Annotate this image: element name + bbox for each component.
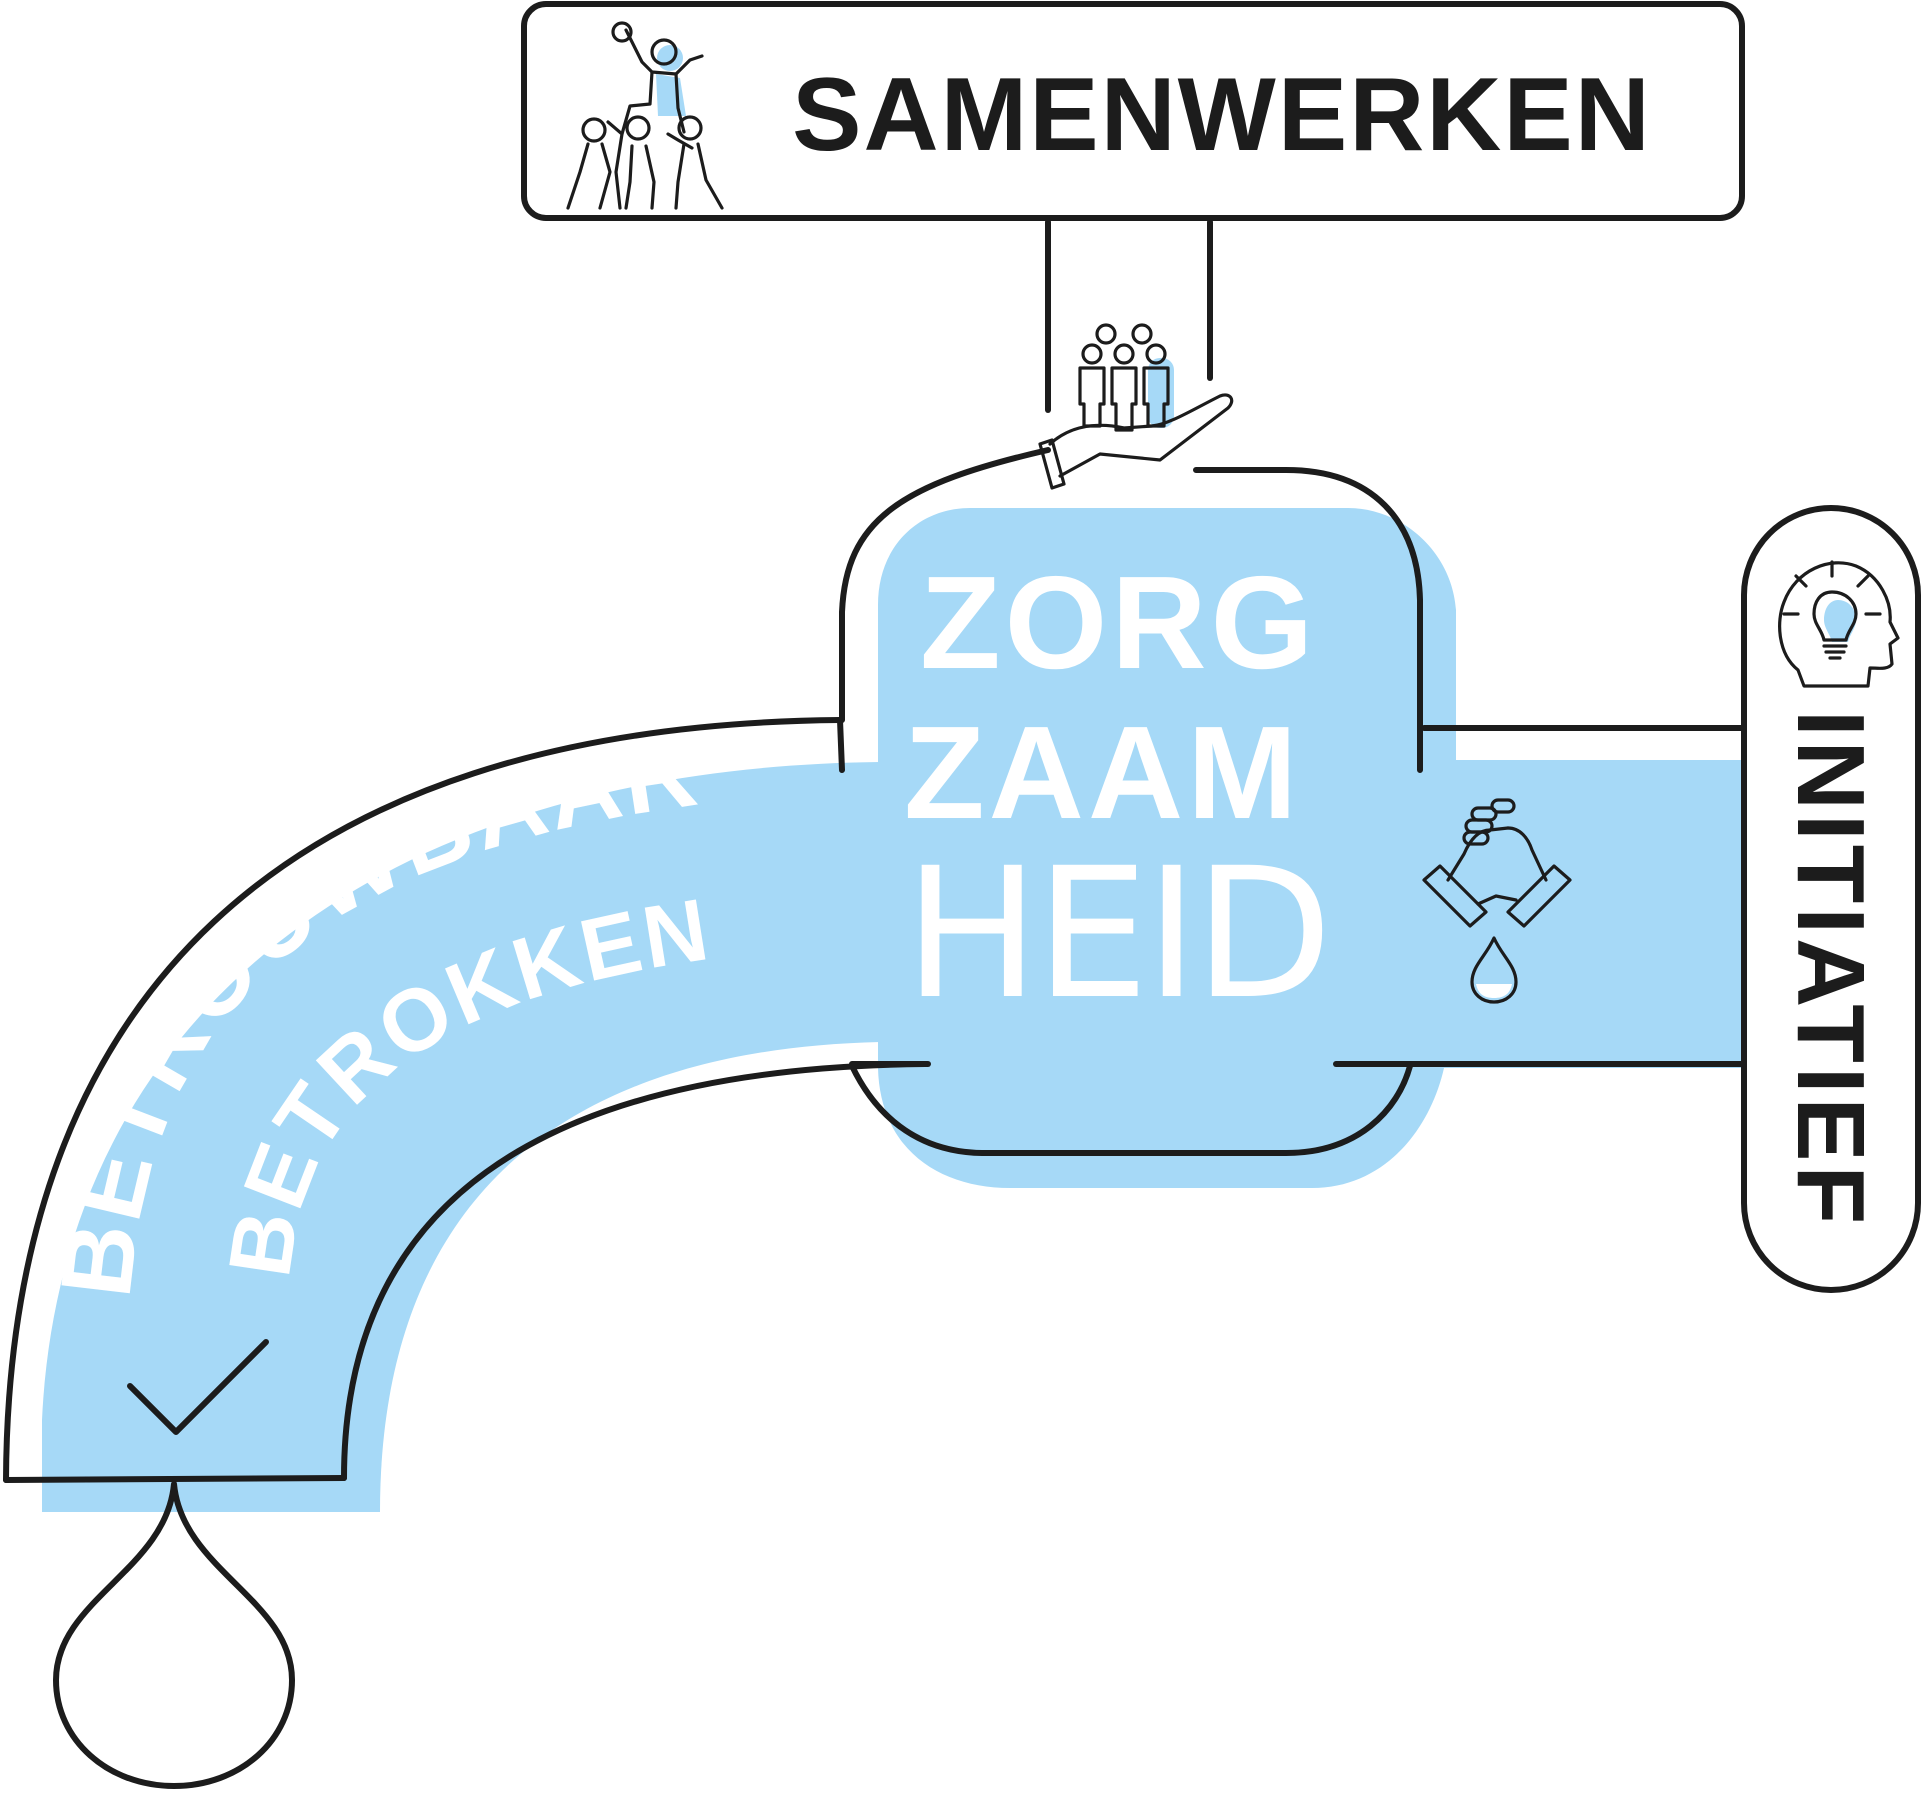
center-title-line1: ZORG [920,549,1317,696]
valve-bottom-outline [849,1063,1413,1156]
side-pill-label: INITIATIEF [1777,710,1884,1228]
side-pill-frame [1741,505,1921,1293]
header-box-frame [521,1,1745,221]
head-lightbulb-icon [1778,560,1900,688]
header-box: SAMENWERKEN [521,1,1745,221]
drip-drop-outline [53,1481,295,1789]
header-label: SAMENWERKEN [792,57,1652,173]
valve-blue-fill [878,508,1778,1188]
pipe-outer-connector [837,717,845,773]
side-pill: INITIATIEF [1741,505,1921,1293]
valve-top-right-outline [1193,467,1423,773]
checkmark-icon [127,1339,269,1435]
blue-fill-layer [42,508,1778,1512]
pipe-outer-edge [3,717,843,1483]
center-title-line3: HEID [904,830,1329,1039]
water-drop-icon [1470,936,1522,1006]
valve-top-outline [839,447,1051,723]
pipe-blue-fill [42,762,880,1512]
pipe-inner-edge [341,1061,928,1481]
people-helping-climb-icon [566,21,724,210]
hand-holding-people-icon [1038,323,1234,490]
center-title-line2: ZAAM [904,699,1301,846]
pipe-outline [3,219,1745,1789]
handshake-icon [1422,798,1572,928]
pipe-mouth-edge [3,1475,347,1483]
center-title: ZORG ZAAM HEID [904,549,1333,1039]
